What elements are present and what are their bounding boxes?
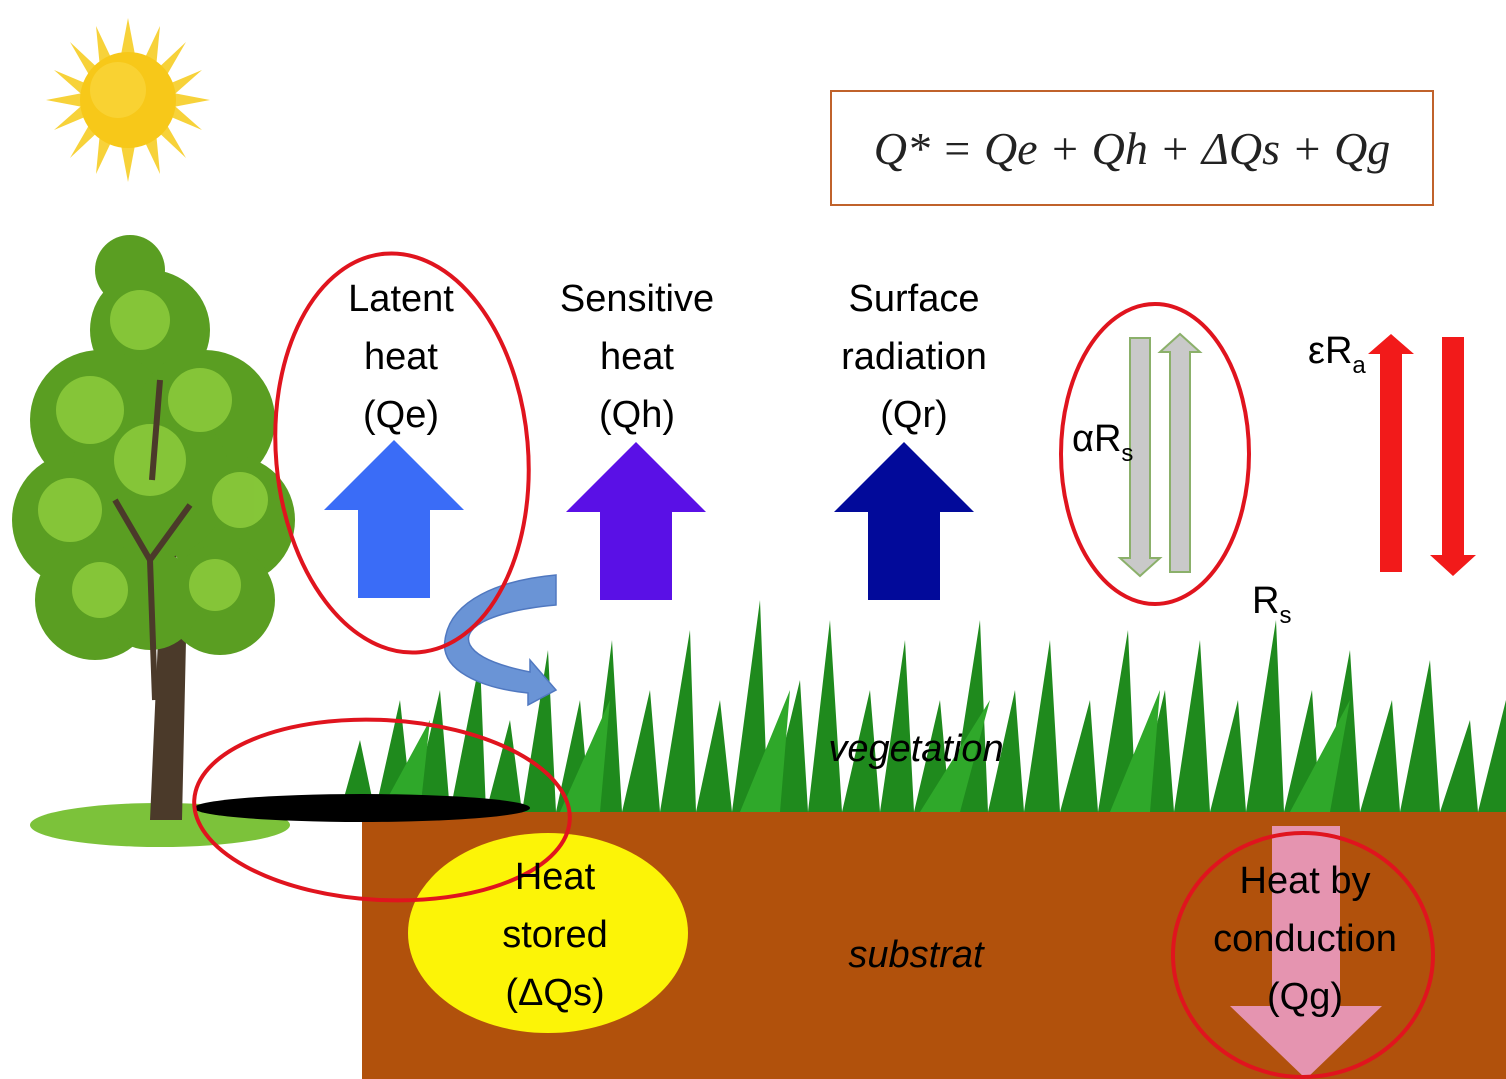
conduction-arrow [1230,826,1382,1079]
reflected-symbol-sub: s [1121,440,1134,467]
latent-heat-label: Latent heat (Qe) [316,270,486,444]
latent-heat-arrow [324,440,464,598]
atmospheric-symbol-base: εR [1308,330,1353,372]
reflected-shortwave-symbol: αRs [1072,418,1133,468]
latent-heat-line1: Latent [348,278,454,320]
heat-stored-line3: (ΔQs) [505,972,605,1014]
energy-balance-equation-box: Q* = Qe + Qh + ΔQs + Qg [830,90,1434,206]
vegetation-label: vegetation [828,728,1004,770]
storage-highlight-ring [192,717,572,903]
substrate-label: substrat [848,934,984,976]
latent-highlight-ring [273,251,531,655]
surface-radiation-arrow [834,442,974,600]
atmospheric-symbol-sub: a [1352,352,1366,379]
incoming-symbol-sub: s [1279,602,1292,629]
heat-stored-blob [408,833,688,1033]
conduction-highlight-ring [1171,831,1435,1079]
latent-heat-line2: heat [364,336,438,378]
sensitive-heat-line2: heat [600,336,674,378]
heat-conduction-line2: conduction [1213,918,1397,960]
surface-radiation-line1: Surface [848,278,980,320]
surface-radiation-line2: radiation [841,336,987,378]
incoming-shortwave-symbol: Rs [1252,580,1291,630]
shadow-ellipse [194,794,530,822]
sensitive-heat-arrow [566,442,706,600]
heat-stored-label: Heat stored (ΔQs) [470,848,640,1022]
grass-vegetation [340,600,1506,812]
surface-radiation-label: Surface radiation (Qr) [808,270,1020,444]
tree [12,235,295,847]
energy-balance-equation: Q* = Qe + Qh + ΔQs + Qg [873,123,1391,174]
incoming-shortwave-arrow [1157,332,1203,573]
heat-stored-line1: Heat [514,856,596,898]
heat-conduction-line1: Heat by [1239,860,1371,902]
atmospheric-longwave-symbol: εRa [1308,330,1366,380]
shortwave-highlight-ring [1059,302,1251,606]
sensitive-heat-label: Sensitive heat (Qh) [542,270,732,444]
incoming-symbol-base: R [1252,580,1280,622]
sensitive-heat-line3: (Qh) [599,394,675,436]
latent-heat-line3: (Qe) [363,394,439,436]
surface-radiation-line3: (Qr) [880,394,948,436]
heat-conduction-line3: (Qg) [1267,976,1343,1018]
sun-icon [46,18,210,182]
reflected-symbol-base: αR [1072,418,1122,460]
sensitive-heat-line1: Sensitive [559,278,715,320]
longwave-down-arrow [1430,337,1476,576]
heat-stored-line2: stored [502,914,608,956]
heat-conduction-label: Heat by conduction (Qg) [1190,852,1420,1026]
reflected-shortwave-arrow [1117,337,1163,578]
longwave-up-arrow [1368,334,1414,572]
